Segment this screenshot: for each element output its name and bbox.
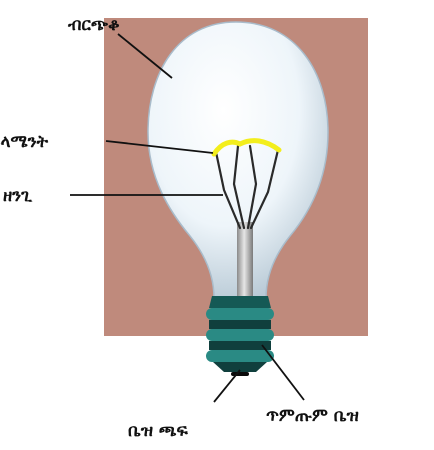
base-cap-leader bbox=[213, 369, 241, 403]
glass-label: ብርጭቆ bbox=[67, 15, 120, 35]
base-thread-label: ጥምጡም ቤዝ bbox=[266, 406, 359, 426]
support-wire-label: ዘንጊ bbox=[3, 186, 33, 206]
screw-base bbox=[206, 296, 274, 376]
base-thread-leader bbox=[261, 344, 305, 401]
support-wires bbox=[214, 144, 280, 230]
filament-label: ፊላሜንት bbox=[0, 132, 49, 152]
base-cap-label: ቤዝ ጫፍ bbox=[128, 421, 189, 441]
filament bbox=[211, 138, 282, 157]
filament-leader bbox=[105, 140, 214, 154]
glass-stem bbox=[237, 222, 253, 300]
glass-leader bbox=[117, 33, 173, 79]
